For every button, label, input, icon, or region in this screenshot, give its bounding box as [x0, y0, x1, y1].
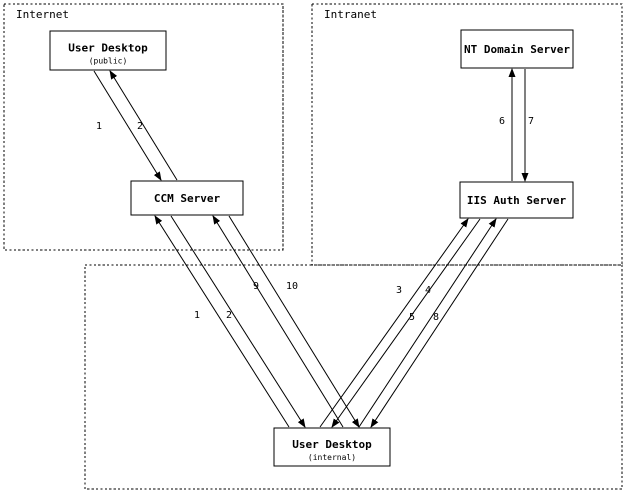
node-box-ccm-server	[130, 180, 244, 216]
flow-labels-layer: 1 2 6 7 1 2 9 10 3 4 5 8	[96, 116, 534, 323]
node-box-iis-auth-server	[459, 181, 574, 219]
nodes-layer: User Desktop (public) CCM Server NT Domain …	[49, 29, 574, 467]
flow-arrow-flow-2-internal	[170, 215, 306, 428]
node-title-iis-auth-server: IIS Auth Server	[467, 194, 567, 207]
node-subtitle-user-desktop-public: (public)	[89, 57, 128, 66]
node-title-user-desktop-public: User Desktop	[68, 42, 148, 55]
zone-label-intranet: Intranet	[324, 8, 377, 21]
flow-arrow-flow-2-public	[109, 70, 178, 181]
node-nt-domain-server[interactable]: NT Domain Server	[460, 29, 574, 69]
node-user-desktop-public[interactable]: User Desktop (public)	[49, 30, 167, 71]
flow-label-flow-6: 6	[499, 116, 505, 127]
flow-arrow-flow-8	[370, 218, 509, 428]
node-box-nt-domain-server	[460, 29, 574, 69]
flow-arrow-flow-1-public	[93, 70, 162, 181]
flow-label-flow-4: 4	[425, 285, 431, 296]
flow-label-flow-3: 3	[396, 285, 402, 296]
zone-boundary-internal	[84, 264, 623, 490]
node-ccm-server[interactable]: CCM Server	[130, 180, 244, 216]
flow-label-flow-1-internal: 1	[194, 310, 200, 321]
zone-boundary-intranet	[311, 3, 623, 266]
node-box-user-desktop-internal	[273, 427, 391, 467]
zones-layer: Internet Intranet	[3, 3, 623, 490]
node-title-ccm-server: CCM Server	[154, 192, 221, 205]
flow-label-flow-10: 10	[286, 281, 298, 292]
flow-label-flow-1-public: 1	[96, 121, 102, 132]
flow-arrow-flow-1-internal	[154, 215, 290, 428]
flow-label-flow-2-public: 2	[137, 121, 143, 132]
flow-arrow-flow-5	[358, 218, 497, 428]
node-title-nt-domain-server: NT Domain Server	[464, 43, 570, 56]
flows-layer	[93, 68, 529, 428]
zone-boundary-internet	[3, 3, 284, 251]
flow-label-flow-5: 5	[409, 312, 415, 323]
node-subtitle-user-desktop-internal: (internal)	[308, 453, 356, 462]
flow-label-flow-7: 7	[528, 116, 534, 127]
node-iis-auth-server[interactable]: IIS Auth Server	[459, 181, 574, 219]
flow-label-flow-2-internal: 2	[226, 310, 232, 321]
node-title-user-desktop-internal: User Desktop	[292, 438, 372, 451]
flow-label-flow-8: 8	[433, 312, 439, 323]
node-box-user-desktop-public	[49, 30, 167, 71]
flow-arrow-flow-3	[319, 218, 469, 428]
zone-label-internet: Internet	[16, 8, 69, 21]
node-user-desktop-internal[interactable]: User Desktop (internal)	[273, 427, 391, 467]
flow-arrow-flow-10	[228, 215, 360, 428]
flow-arrow-flow-4	[331, 218, 481, 428]
flow-arrow-flow-9	[212, 215, 344, 428]
flow-label-flow-9: 9	[253, 281, 259, 292]
